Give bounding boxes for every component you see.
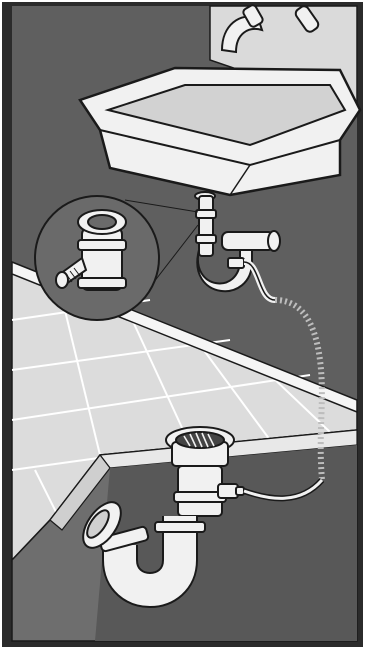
plumbing-illustration xyxy=(0,0,365,651)
illustration-canvas xyxy=(0,0,365,651)
